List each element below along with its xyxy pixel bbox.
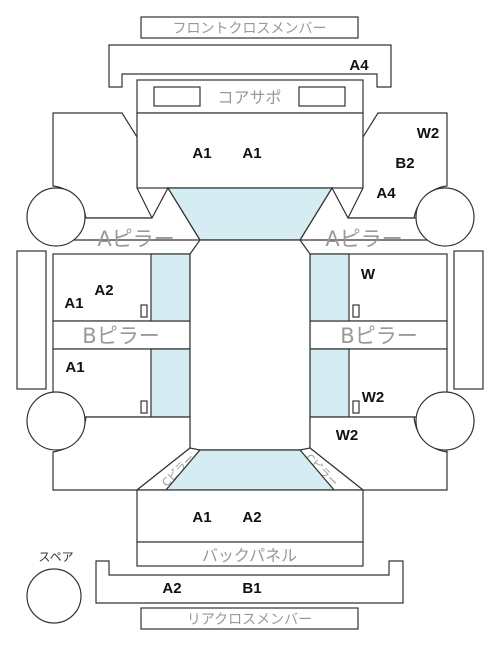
right-rear-quarter-code: W2: [336, 427, 359, 444]
a-pillar-left-label: Aピラー: [97, 227, 174, 251]
core-support-left-slot: [153, 86, 201, 107]
spare-label: スペア: [38, 550, 73, 564]
trunk-code-2: A2: [242, 509, 261, 526]
right-fender-code-2: B2: [395, 155, 414, 172]
left-side-sill: [16, 250, 47, 390]
front-right-wheel: [415, 187, 475, 247]
spare-tire: [26, 568, 82, 624]
front-left-wheel: [26, 187, 86, 247]
back-panel-box: [136, 541, 364, 567]
right-front-door-code: W: [361, 266, 376, 283]
left-rear-door-handle: [140, 400, 148, 414]
left-front-door-code-1: A2: [94, 282, 113, 299]
left-front-door-code-2: A1: [64, 295, 83, 312]
rear-cross-member-label: リアクロスメンバー: [187, 612, 312, 628]
right-fender-code-3: A4: [376, 185, 396, 202]
right-rear-window: [309, 348, 350, 418]
right-front-window: [309, 253, 350, 322]
core-support-label: コアサポ: [217, 88, 281, 107]
core-support-right-slot: [298, 86, 346, 107]
rear-member-code-2: B1: [242, 580, 261, 597]
front-cross-member-box: [140, 16, 359, 39]
rear-member-code-1: A2: [162, 580, 181, 597]
hood-code-2: A1: [242, 145, 261, 162]
roof-panel: [189, 239, 311, 451]
b-pillar-left-label: Bピラー: [82, 324, 159, 348]
trunk-code-1: A1: [192, 509, 211, 526]
hood-code-1: A1: [192, 145, 211, 162]
b-pillar-left-band: [52, 320, 191, 350]
rear-right-wheel: [415, 391, 475, 451]
left-front-door-handle: [140, 304, 148, 318]
left-rear-door-code: A1: [65, 359, 84, 376]
right-front-door-handle: [352, 304, 360, 318]
right-rear-door-handle: [352, 400, 360, 414]
trunk-panel: [136, 489, 364, 543]
rear-left-wheel: [26, 391, 86, 451]
left-rear-window: [150, 348, 191, 418]
rear-member-bracket: [95, 560, 404, 604]
rear-cross-member-box: [140, 607, 359, 630]
b-pillar-right-label: Bピラー: [340, 324, 417, 348]
right-fender-code-1: W2: [417, 125, 440, 142]
a-pillar-right-label: Aピラー: [325, 227, 402, 251]
front-member-bracket: [108, 44, 392, 88]
front-cross-member-label: フロントクロスメンバー: [173, 21, 327, 37]
back-panel-label: バックパネル: [202, 546, 297, 565]
right-rear-door-code: W2: [362, 389, 385, 406]
left-front-window: [150, 253, 191, 322]
right-side-sill: [453, 250, 484, 390]
front-member-code: A4: [349, 57, 369, 74]
